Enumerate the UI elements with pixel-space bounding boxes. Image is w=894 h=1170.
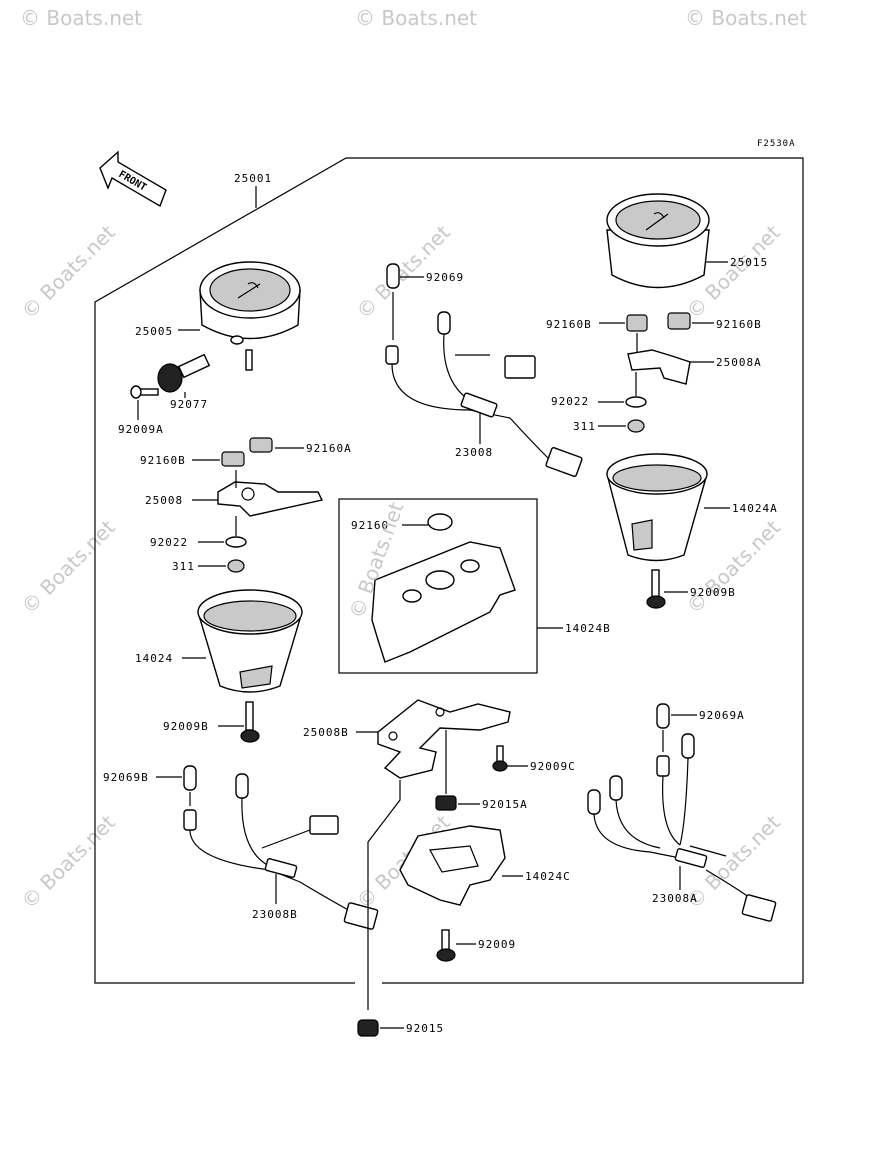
bushing-92160A	[249, 437, 273, 453]
watermark-2: © Boats.net	[355, 6, 477, 30]
bracket-25008A	[627, 349, 691, 385]
label-25015: 25015	[730, 256, 768, 269]
meter-cover-14024	[197, 589, 303, 693]
assembly-outline	[94, 157, 804, 984]
cover-14024C	[399, 825, 506, 906]
label-92022-right: 92022	[551, 395, 589, 408]
bulb-92069A	[656, 703, 670, 729]
label-25008B: 25008B	[303, 726, 349, 739]
screw-92009A	[130, 385, 159, 399]
harness-23008	[385, 311, 583, 478]
label-92160B-left: 92160B	[546, 318, 592, 331]
watermark-4: © Boats.net	[17, 220, 120, 323]
label-25005: 25005	[135, 325, 173, 338]
label-92015: 92015	[406, 1022, 444, 1035]
harness-23008B	[183, 773, 379, 930]
bolt-92009B	[240, 701, 260, 743]
label-14024A: 14024A	[732, 502, 778, 515]
meter-case-14024B	[371, 513, 516, 663]
label-92009: 92009	[478, 938, 516, 951]
label-311: 311	[172, 560, 195, 573]
label-92069B: 92069B	[103, 771, 149, 784]
nut-311-right	[627, 419, 645, 433]
label-92160: 92160	[351, 519, 389, 532]
grommet-92015A	[435, 795, 457, 811]
watermark-1: © Boats.net	[20, 6, 142, 30]
bulb-92069B	[183, 765, 197, 791]
label-92022: 92022	[150, 536, 188, 549]
washer-92022	[225, 536, 247, 548]
figure-code: F2530A	[757, 139, 796, 149]
label-92009B: 92009B	[163, 720, 209, 733]
watermark-9: © Boats.net	[17, 810, 120, 913]
bushing-92160B-right-b	[667, 312, 691, 330]
watermark-7: © Boats.net	[17, 515, 120, 618]
front-arrow-icon: FRONT	[99, 150, 167, 208]
label-92160A: 92160A	[306, 442, 352, 455]
label-92069: 92069	[426, 271, 464, 284]
label-311-right: 311	[573, 420, 596, 433]
bolt-92009	[436, 929, 456, 962]
label-23008B: 23008B	[252, 908, 298, 921]
harness-23008A	[587, 733, 777, 922]
label-23008: 23008	[455, 446, 493, 459]
label-92009C: 92009C	[530, 760, 576, 773]
bracket-25008	[217, 481, 324, 517]
label-14024: 14024	[135, 652, 173, 665]
label-25001: 25001	[234, 172, 272, 185]
bracket-25008B	[377, 699, 511, 779]
meter-cover-14024A	[606, 453, 708, 562]
label-92015A: 92015A	[482, 798, 528, 811]
inset-box	[338, 498, 538, 674]
speedometer-right	[606, 193, 710, 289]
bushing-92160B	[221, 451, 245, 467]
label-23008A: 23008A	[652, 892, 698, 905]
label-92160B-right: 92160B	[716, 318, 762, 331]
speedometer-left	[199, 261, 301, 371]
leader-line	[367, 780, 401, 1010]
label-92009A: 92009A	[118, 423, 164, 436]
bushing-92160B-right-a	[626, 314, 648, 332]
nut-311	[227, 559, 245, 573]
label-14024C: 14024C	[525, 870, 571, 883]
bulb-92069	[386, 263, 400, 289]
bolt-92009C	[492, 745, 508, 772]
label-25008: 25008	[145, 494, 183, 507]
label-14024B: 14024B	[565, 622, 611, 635]
watermark-3: © Boats.net	[685, 6, 807, 30]
washer-92022-right	[625, 396, 647, 408]
knob-92077	[157, 353, 211, 393]
label-92077: 92077	[170, 398, 208, 411]
label-25008A: 25008A	[716, 356, 762, 369]
label-92009B-right: 92009B	[690, 586, 736, 599]
label-92069A: 92069A	[699, 709, 745, 722]
bolt-92009B-right	[646, 569, 666, 609]
label-92160B: 92160B	[140, 454, 186, 467]
watermark-8: © Boats.net	[682, 515, 785, 618]
grommet-92015	[357, 1019, 379, 1037]
